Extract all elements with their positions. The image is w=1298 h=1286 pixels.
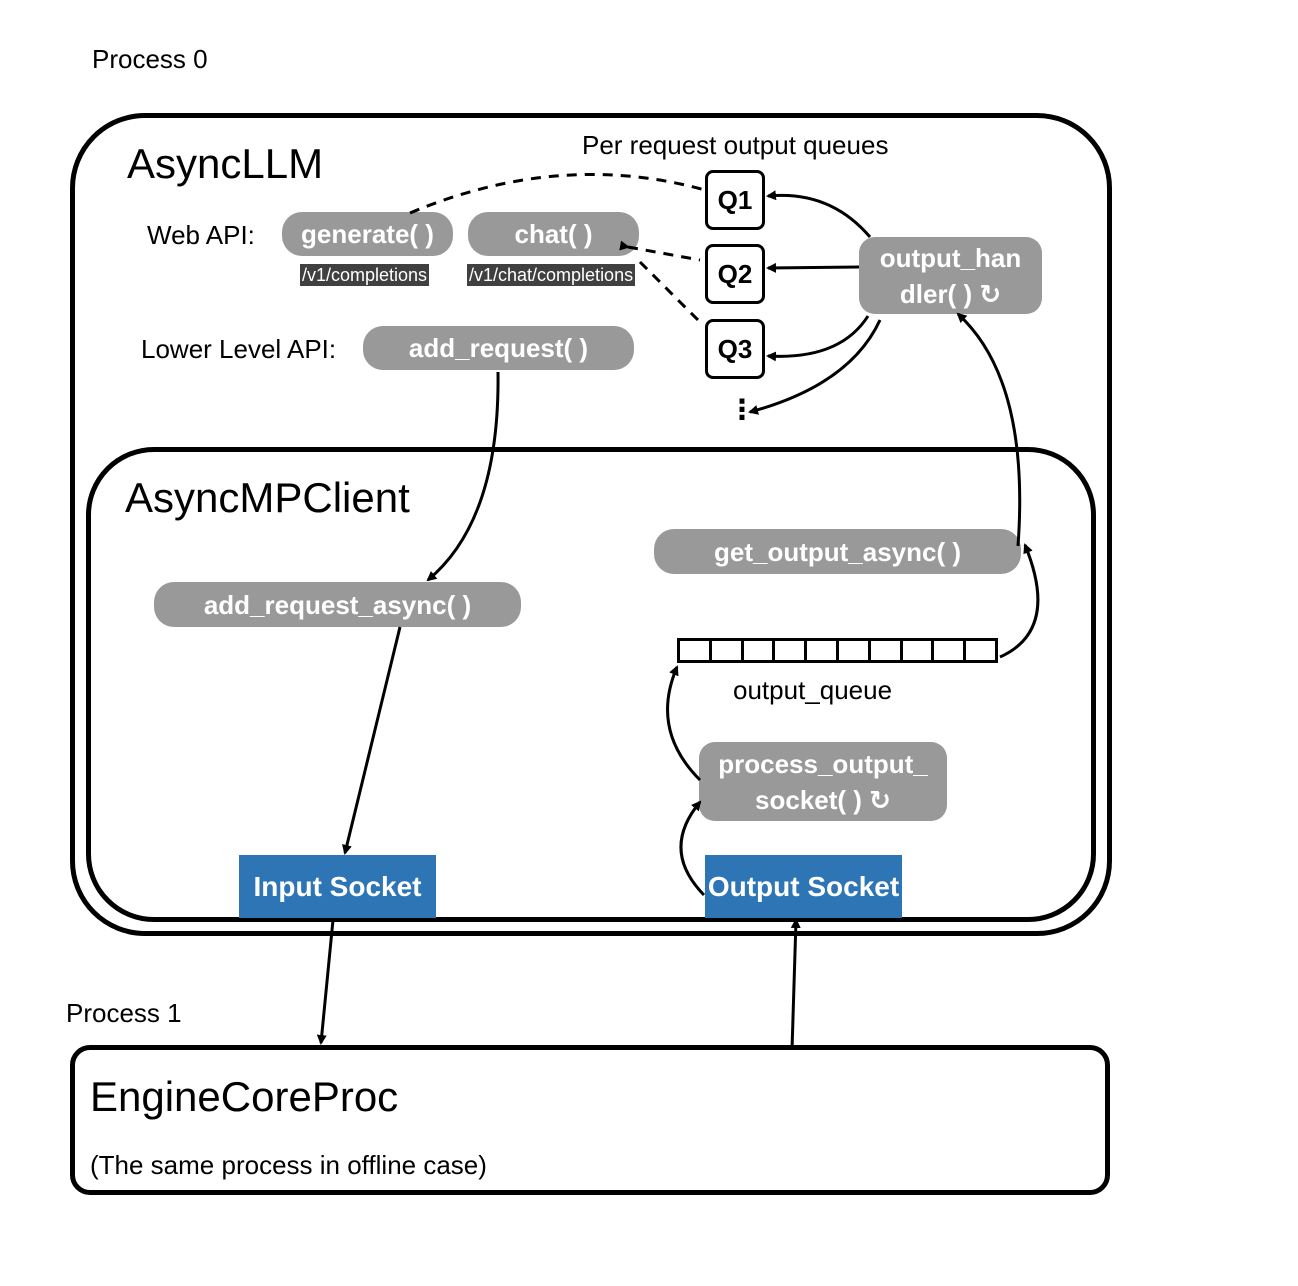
engine-core-proc-title: EngineCoreProc	[90, 1073, 399, 1120]
engine-core-proc-note: (The same process in offline case)	[90, 1150, 487, 1180]
process-1-label: Process 1	[66, 998, 182, 1028]
arrow-input-socket-to-engine	[316, 919, 335, 1045]
output-queue-label: output_queue	[733, 675, 893, 705]
web-api-label: Web API:	[147, 220, 255, 250]
arrow-handler-q1	[766, 190, 872, 238]
async-mp-client-title: AsyncMPClient	[125, 474, 410, 521]
chat-button[interactable]: chat( )	[468, 212, 639, 256]
async-llm-frame	[70, 113, 1112, 936]
output-socket: Output Socket	[705, 855, 902, 918]
queues-title: Per request output queues	[582, 130, 889, 160]
arrow-async-to-input-socket	[342, 626, 402, 855]
dashed-link-chat-q2	[619, 240, 701, 262]
input-socket: Input Socket	[239, 855, 436, 918]
generate-route-label: /v1/completions	[300, 264, 430, 286]
arrow-add-request-to-async	[426, 371, 500, 582]
arrow-queue-to-get-output	[999, 543, 1040, 659]
queue-q3: Q3	[705, 319, 765, 379]
add-request-async-button[interactable]: add_request_async( )	[154, 582, 521, 627]
chat-route-label: /v1/chat/completions	[467, 264, 636, 286]
get-output-async-button[interactable]: get_output_async( )	[654, 529, 1021, 574]
async-mp-client-frame	[86, 447, 1096, 922]
engine-core-proc-frame	[70, 1045, 1110, 1195]
queue-q1: Q1	[705, 170, 765, 230]
arrow-process-output-to-queue	[666, 665, 702, 782]
add-request-button[interactable]: add_request( )	[363, 326, 634, 370]
arrow-handler-more	[748, 319, 882, 415]
dashed-link-generate-q1	[409, 172, 706, 215]
arrow-get-output-to-handler	[956, 312, 1022, 547]
output-queue-slots	[677, 638, 998, 663]
output-handler-button[interactable]: output_han dler( ) ↻	[859, 237, 1042, 314]
dashed-link-chat-q3	[638, 260, 702, 324]
arrow-handler-q3	[766, 315, 870, 362]
arrow-output-socket-to-process	[679, 800, 706, 897]
process-0-label: Process 0	[92, 44, 208, 74]
queue-q2: Q2	[705, 244, 765, 304]
async-llm-title: AsyncLLM	[127, 140, 324, 187]
generate-button[interactable]: generate( )	[282, 212, 453, 256]
process-output-socket-button[interactable]: process_output_ socket( ) ↻	[699, 742, 947, 821]
arrow-handler-q2	[766, 262, 860, 273]
arrow-engine-to-output-socket	[790, 918, 801, 1051]
lower-level-api-label: Lower Level API:	[141, 334, 337, 364]
